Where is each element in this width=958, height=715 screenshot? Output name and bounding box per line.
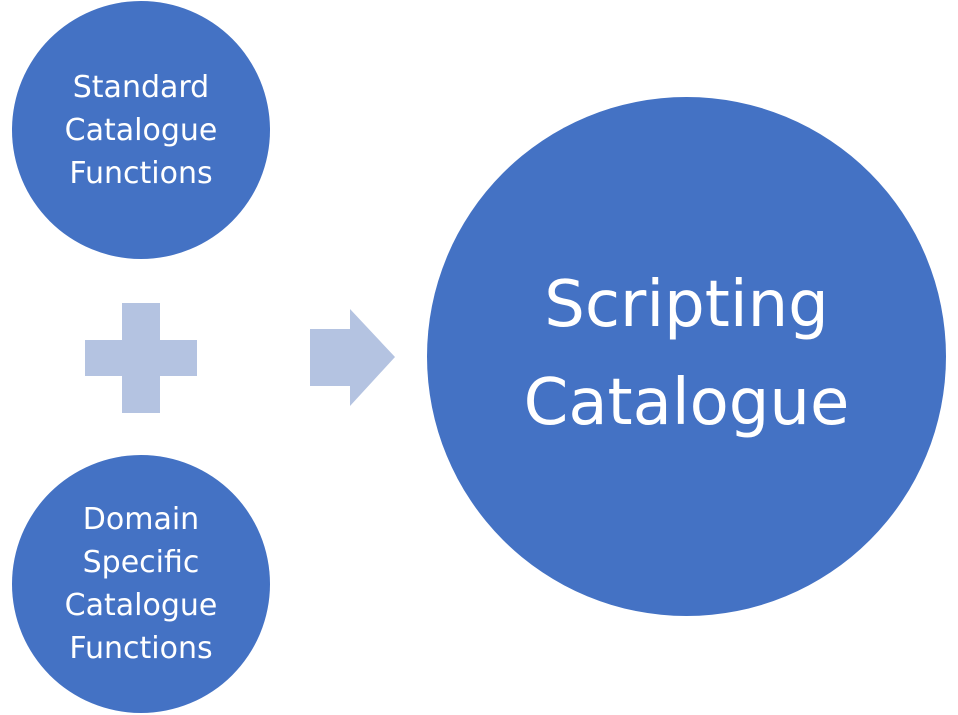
arrow-right-icon	[310, 309, 395, 406]
standard-catalogue-functions-circle: Standard Catalogue Functions	[12, 1, 270, 259]
arrow-shape	[310, 309, 395, 406]
scripting-catalogue-label: Scripting Catalogue	[523, 267, 850, 440]
domain-specific-catalogue-functions-circle: Domain Specific Catalogue Functions	[12, 455, 270, 713]
standard-catalogue-functions-label: Standard Catalogue Functions	[64, 69, 218, 191]
plus-shape	[85, 303, 197, 413]
scripting-catalogue-circle: Scripting Catalogue	[427, 97, 946, 616]
plus-icon	[85, 303, 197, 413]
domain-specific-catalogue-functions-label: Domain Specific Catalogue Functions	[64, 502, 218, 666]
